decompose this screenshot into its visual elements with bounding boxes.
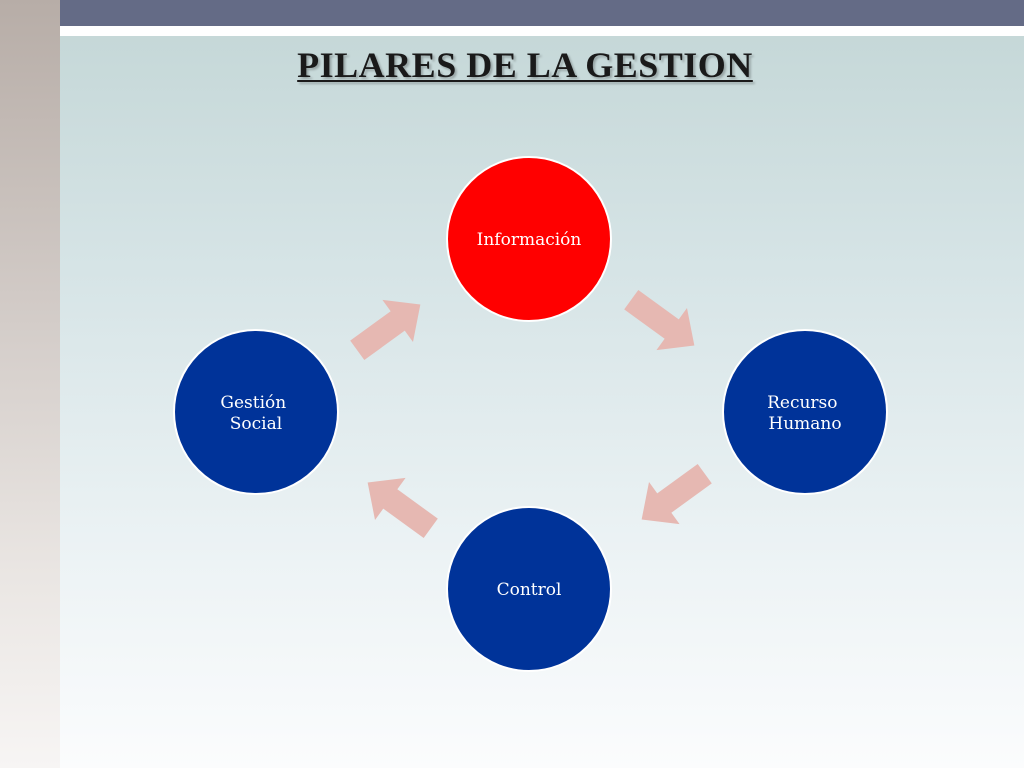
node-circle [446,506,612,672]
node-label: Gestión Social [220,393,291,434]
node-gestion-social: Gestión Social [173,329,339,495]
left-decorative-bar [0,0,60,768]
arrow-recurso-to-control [641,463,712,525]
arrow-informacion-to-recurso [624,289,695,351]
top-white-stripe [60,26,1024,36]
node-control: Control [446,506,612,672]
arrow-shape [367,477,438,539]
arrow-gestion-to-informacion [350,299,421,361]
arrow-shape [641,463,712,525]
node-label-line: Social [230,414,282,434]
node-label: Control [497,580,562,600]
node-label: Información [477,230,582,250]
node-label-line: Control [497,580,562,600]
node-informacion: Información [446,156,612,322]
arrow-shape [350,299,421,361]
node-label: Recurso Humano [767,393,843,434]
node-label-line: Humano [768,414,841,434]
node-circle [173,329,339,495]
node-label-line: Gestión [220,393,286,413]
node-label-line: Información [477,230,582,250]
node-label-line: Recurso [767,393,837,413]
slide-title: PILARES DE LA GESTION [297,45,753,85]
node-recurso-humano: Recurso Humano [722,329,888,495]
arrow-control-to-gestion [367,477,438,539]
arrow-shape [624,289,695,351]
node-circle [722,329,888,495]
node-circle [446,156,612,322]
top-decorative-bar [60,0,1024,26]
